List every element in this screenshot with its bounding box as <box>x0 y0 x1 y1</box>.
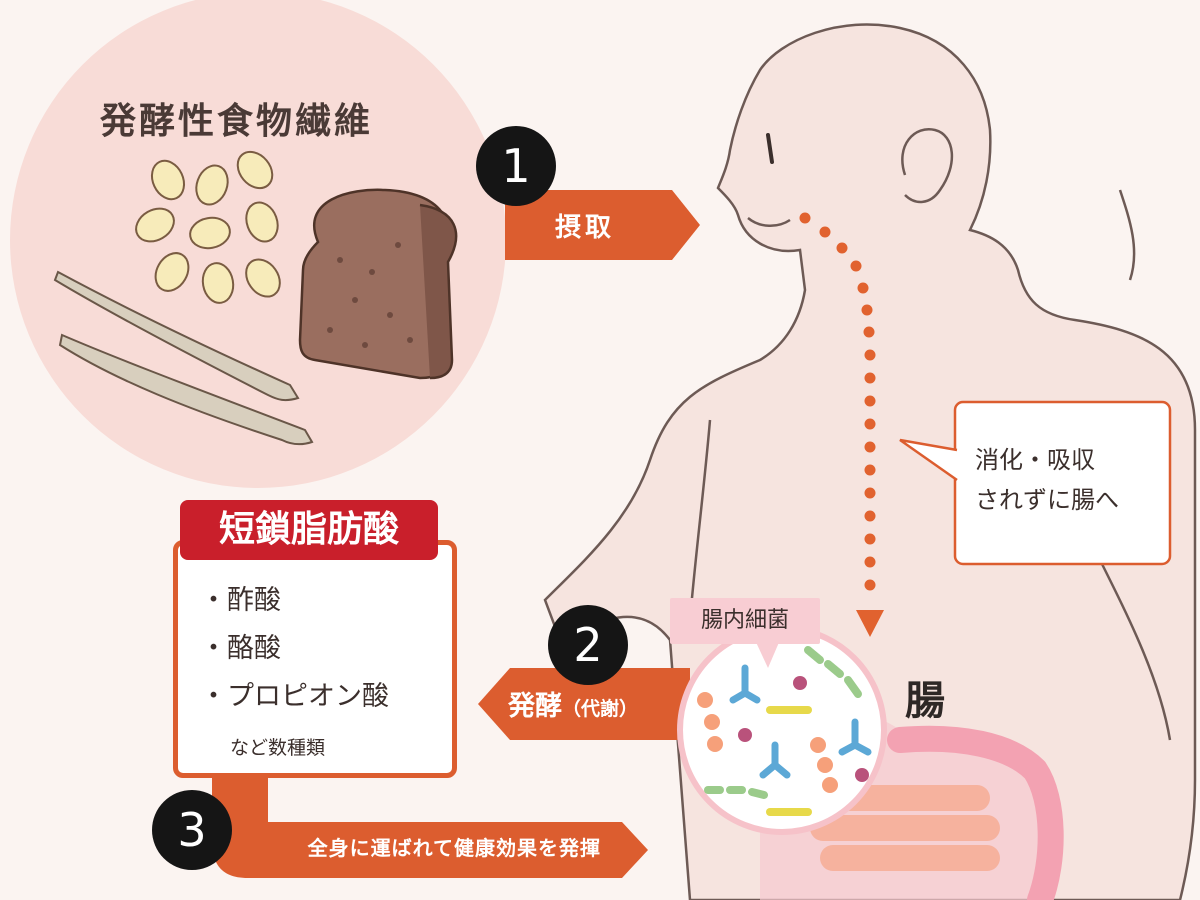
beans-illustration <box>135 150 281 304</box>
ingest-arrow <box>505 190 700 260</box>
step-1-badge: 1 <box>476 126 556 206</box>
arm-line-right <box>1098 559 1172 741</box>
intestine-label: 腸 <box>905 678 945 724</box>
ferment-main: 発酵 <box>508 691 562 722</box>
callout-line-1: 消化・吸収 <box>975 446 1095 474</box>
step-2-badge: 2 <box>548 605 628 685</box>
ingest-label: 摂取 <box>555 213 616 243</box>
scfa-item: ・プロピオン酸 <box>200 681 389 712</box>
burdock-root-illustration <box>53 270 314 446</box>
ferment-sub: （代謝） <box>562 698 639 720</box>
callout-text: 消化・吸収 されずに腸へ <box>975 440 1119 520</box>
callout-line-2: されずに腸へ <box>975 486 1119 514</box>
digestive-path-dots <box>799 212 884 637</box>
callout-box <box>899 400 1172 566</box>
ferment-label: 発酵（代謝） <box>508 684 638 723</box>
hair-line <box>1118 189 1136 281</box>
scfa-item: ・酢酸 <box>200 585 281 616</box>
bread-illustration <box>298 188 458 380</box>
step-3-badge: 3 <box>152 790 232 870</box>
eye <box>766 133 774 164</box>
scfa-item: ・酪酸 <box>200 633 281 664</box>
body-effect-arrow <box>212 776 648 878</box>
scfa-box <box>173 540 457 778</box>
mouth <box>747 217 791 227</box>
body-effect-label: 全身に運ばれて健康効果を発揮 <box>307 836 601 860</box>
ferment-arrow <box>478 668 690 740</box>
scfa-title: 短鎖脂肪酸 <box>180 500 438 560</box>
ear <box>901 127 954 204</box>
fiber-title: 発酵性食物繊維 <box>100 101 374 142</box>
bacteria-icons <box>697 646 872 816</box>
scfa-list: ・酢酸 ・酪酸 ・プロピオン酸 <box>200 578 389 722</box>
bacteria-tag: 腸内細菌 <box>670 598 820 644</box>
scfa-note: など数種類 <box>230 737 326 759</box>
arm-line <box>688 419 712 621</box>
